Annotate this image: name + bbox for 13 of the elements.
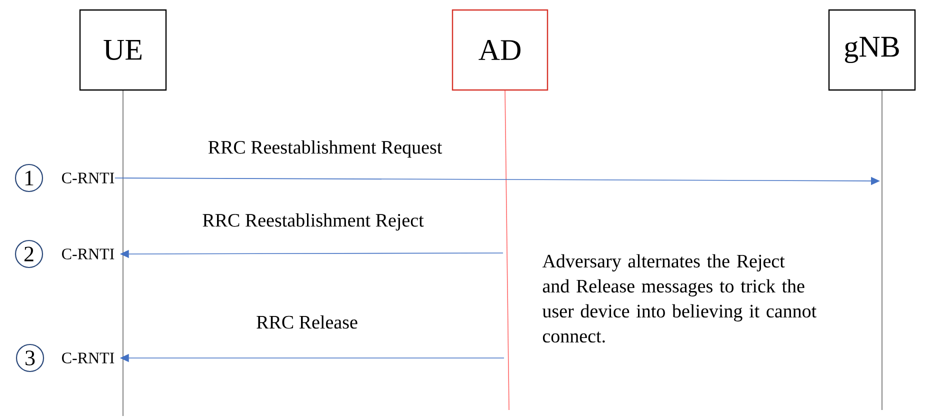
step-number: 2	[14, 240, 44, 268]
step-number: 3	[16, 344, 44, 372]
participant-box: AD	[452, 9, 548, 91]
edge-label: RRC Release	[255, 314, 359, 330]
participant-box: gNB	[828, 9, 916, 91]
participant-box: UE	[79, 9, 167, 91]
identifier-label: C-RNTI	[62, 352, 114, 364]
identifier-label: C-RNTI	[62, 248, 114, 260]
step-number: 1	[14, 164, 44, 192]
note-text: Adversary alternates the Reject and Release messages to trick the user device into believing it cannot connect.	[542, 254, 816, 343]
edge-label: RRC Reestablishment Reject	[201, 212, 425, 232]
identifier-label: C-RNTI	[62, 172, 114, 184]
edge-label: RRC Reestablishment Request	[206, 139, 444, 159]
